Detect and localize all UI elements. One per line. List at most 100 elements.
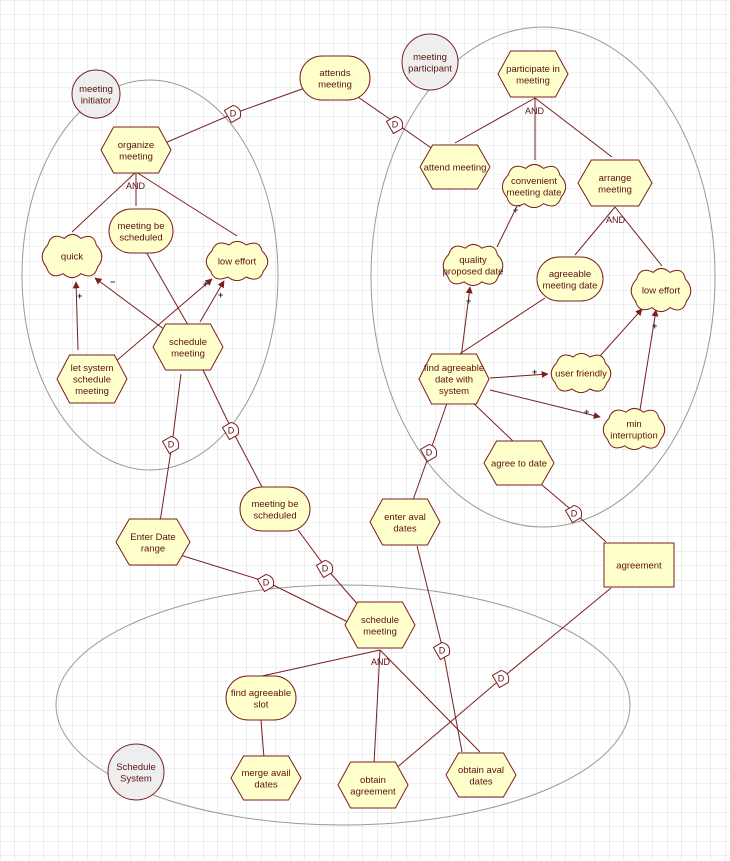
node-label-line: meeting [75, 386, 109, 397]
resource-agreement[interactable]: agreement [603, 542, 675, 588]
plus-label: + [584, 407, 589, 417]
schedule-system-boundary [55, 584, 631, 826]
node-label-line: obtain [360, 775, 386, 786]
node-label-line: min [626, 419, 641, 430]
node-label-line: agree to date [491, 459, 547, 470]
node-label-line: schedule [73, 375, 111, 386]
dependency-marker: D [315, 559, 334, 579]
node-label-line: quality [459, 255, 487, 266]
node-label-line: meeting [598, 184, 632, 195]
softgoal-low-effort-init[interactable]: low effort [205, 240, 269, 282]
dependency-label: D [322, 564, 329, 574]
node-label-line: enter aval [384, 512, 426, 523]
actors: meetinginitiatormeetingparticipantSchedu… [71, 33, 459, 801]
node-label-line: dates [393, 523, 416, 534]
node-label-line: merge avail [241, 768, 290, 779]
softgoal-low-effort-part[interactable]: low effort [630, 267, 692, 313]
dependency-marker: D [385, 115, 404, 135]
dependency-marker: D [491, 669, 510, 689]
softgoal-user-friendly[interactable]: user friendly [550, 352, 612, 394]
dependency-marker: D [419, 443, 438, 463]
contribution-labels: + + − + + + + + + [77, 205, 657, 417]
node-label-line: meeting [516, 75, 550, 86]
minus-label: − [110, 277, 115, 287]
node-label-line: slot [254, 699, 269, 710]
dependency-marker: D [564, 504, 583, 524]
softgoal-quick[interactable]: quick [41, 233, 103, 279]
dependency-label: D [230, 109, 237, 119]
node-label-line: date with [435, 375, 473, 386]
node-label-line: schedule [361, 615, 399, 626]
task-attend-meeting[interactable]: attend meeting [419, 144, 491, 190]
node-label-line: System [120, 773, 152, 784]
plus-label: + [203, 279, 208, 289]
node-label-line: proposed date [443, 266, 504, 277]
node-label-line: meeting [318, 79, 352, 90]
dependency-marker: D [256, 573, 275, 593]
meeting-participant-boundary [370, 26, 716, 528]
node-label-line: range [141, 543, 165, 554]
node-label-line: organize [118, 140, 154, 151]
and-label-organize: AND [126, 181, 146, 191]
node-label-line: attend meeting [424, 163, 487, 174]
dependency-label: D [263, 578, 270, 588]
node-label-line: find agreeable [424, 363, 484, 374]
dependency-marker: D [223, 104, 242, 124]
node-label-line: meeting date [507, 187, 562, 198]
node-label-line: scheduled [253, 510, 296, 521]
node-label-line: convenient [511, 176, 557, 187]
node-label-line: dates [254, 779, 277, 790]
node-label-line: meeting date [543, 280, 598, 291]
node-label-line: Enter Date [130, 532, 175, 543]
task-agree-to-date[interactable]: agree to date [483, 440, 555, 486]
dependency-label: D [498, 674, 505, 684]
plus-label: + [513, 205, 518, 215]
plus-label: + [466, 296, 471, 306]
node-label-line: meeting [79, 84, 113, 95]
plus-label: + [77, 291, 82, 301]
node-label-line: initiator [81, 95, 112, 106]
node-label-line: low effort [642, 286, 681, 297]
and-labels: AND AND AND AND [126, 106, 626, 667]
node-label-line: interruption [610, 430, 658, 441]
node-label-line: meeting [363, 626, 397, 637]
node-label-line: meeting [119, 151, 153, 162]
dependency-label: D [392, 120, 399, 130]
node-label-line: system [439, 386, 469, 397]
plus-label: + [532, 367, 537, 377]
node-label-line: participate in [506, 64, 560, 75]
links [71, 87, 663, 771]
dependency-marker: D [221, 421, 240, 441]
dependency-label: D [168, 440, 175, 450]
node-label-line: schedule [169, 337, 207, 348]
node-label-line: agreement [616, 561, 662, 572]
node-label-line: agreement [350, 786, 396, 797]
and-label-arrange: AND [606, 215, 626, 225]
node-label-line: meeting be [117, 221, 164, 232]
node-label-line: user friendly [555, 369, 607, 380]
